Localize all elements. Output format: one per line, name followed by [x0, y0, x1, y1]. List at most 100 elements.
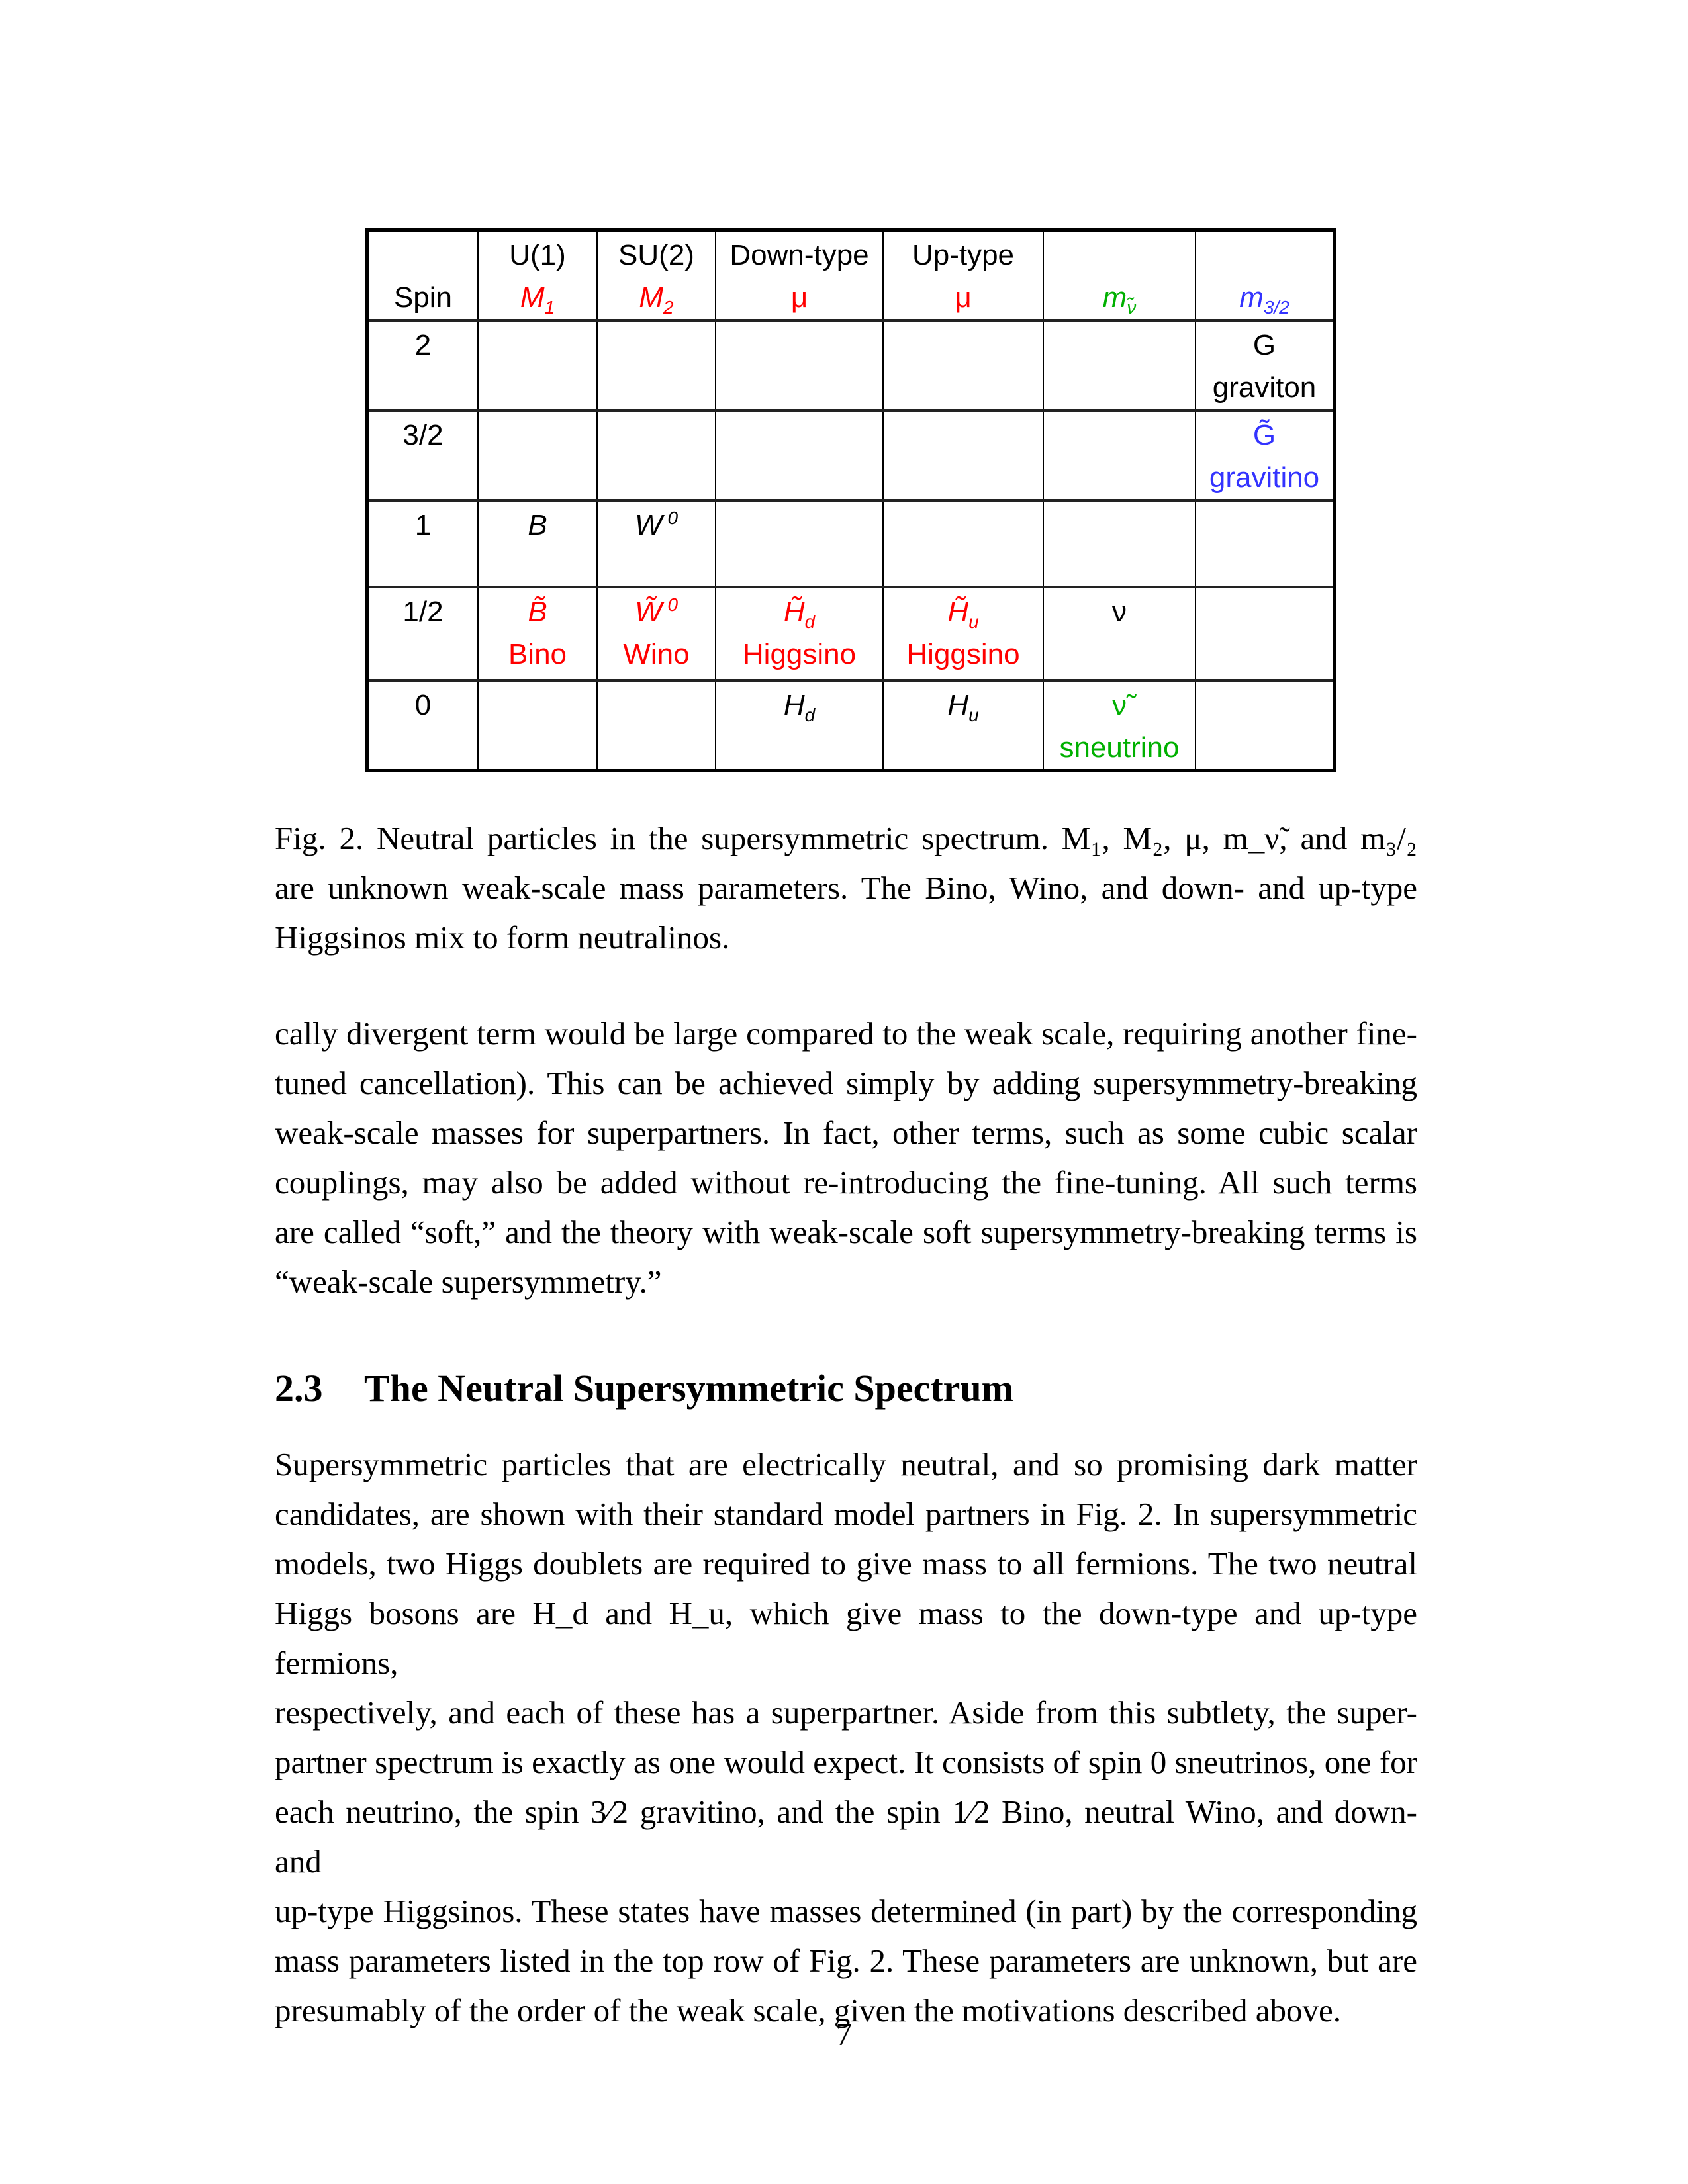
header-cell: mν̃ — [1043, 228, 1196, 322]
line-text: presumably of the order of the weak scal… — [275, 1992, 1342, 2028]
particle-cell: Hd — [715, 679, 884, 772]
line-text: weak-scale masses for superpartners. In … — [275, 1115, 1417, 1151]
header-label — [369, 234, 477, 277]
particle-cell — [1195, 499, 1335, 588]
particle-symbol: Hu — [884, 684, 1043, 727]
particle-name: Higgsino — [742, 638, 857, 670]
symbol-subscript: u — [968, 704, 979, 725]
text-line: weak-scale masses for superpartners. In … — [275, 1108, 1417, 1158]
line-text: cally divergent term would be large comp… — [275, 1015, 1417, 1052]
symbol-subscript: d — [804, 611, 816, 632]
header-cell: Up-type μ — [882, 228, 1044, 322]
symbol: H̃ — [947, 596, 969, 628]
text-line: mass parameters listed in the top row of… — [275, 1936, 1417, 1985]
particle-cell — [477, 679, 598, 772]
particle-symbol: W̃0 — [598, 591, 715, 633]
header-cell: Down-type μ — [715, 228, 884, 322]
particle-cell — [1195, 679, 1335, 772]
particle-name: Higgsino — [906, 638, 1020, 670]
mass-parameter: μ — [716, 277, 882, 319]
body-paragraph: Supersymmetric particles that are electr… — [275, 1439, 1417, 2035]
particle-symbol: Hd — [716, 684, 882, 727]
line-text: models, two Higgs doublets are required … — [275, 1545, 1417, 1582]
text-line: are unknown weak-scale mass parameters. … — [275, 863, 1417, 913]
mass-symbol: μ — [955, 281, 972, 314]
symbol: G — [1252, 329, 1276, 361]
symbol: ν — [1112, 596, 1127, 628]
symbol: G̃ — [1252, 419, 1276, 451]
particle-cell — [596, 319, 716, 412]
particle-cell: ν — [1043, 586, 1196, 682]
mass-parameter: mν̃ — [1044, 277, 1195, 319]
header-label — [1196, 234, 1333, 277]
particle-symbol: ν̃ — [1044, 684, 1195, 727]
symbol: ν̃ — [1112, 689, 1127, 721]
text-line: candidates, are shown with their standar… — [275, 1489, 1417, 1539]
section-number: 2.3 — [275, 1367, 323, 1410]
particle-name: gravitino — [1209, 461, 1320, 494]
particle-cell — [1043, 319, 1196, 412]
line-text: Fig. 2. Neutral particles in the supersy… — [275, 820, 1417, 856]
header-label — [1044, 234, 1195, 277]
line-text: are called “soft,” and the theory with w… — [275, 1214, 1417, 1250]
particle-cell — [715, 409, 884, 502]
header-cell: U(1) M1 — [477, 228, 598, 322]
text-line: respectively, and each of these has a su… — [275, 1688, 1417, 1737]
particle-cell — [882, 499, 1044, 588]
particle-cell: G̃ gravitino — [1195, 409, 1335, 502]
line-text: Higgs bosons are H_d and H_u, which give… — [275, 1595, 1417, 1681]
particle-cell — [1043, 499, 1196, 588]
particle-cell — [882, 409, 1044, 502]
text-line: Higgs bosons are H_d and H_u, which give… — [275, 1588, 1417, 1688]
particle-name: graviton — [1212, 371, 1317, 404]
particle-cell — [596, 679, 716, 772]
line-text: mass parameters listed in the top row of… — [275, 1942, 1417, 1979]
line-text: tuned cancellation). This can be achieve… — [275, 1065, 1417, 1101]
mass-symbol: m — [1239, 281, 1264, 314]
spin-row: 3/2 G̃ gravitino — [366, 409, 1335, 502]
particle-symbol: G — [1196, 324, 1333, 367]
symbol-subscript: d — [804, 704, 816, 725]
symbol: H̃ — [783, 596, 805, 628]
line-text: couplings, may also be added without re-… — [275, 1164, 1417, 1201]
text-line: models, two Higgs doublets are required … — [275, 1539, 1417, 1588]
spin-cell: 1 — [366, 499, 479, 588]
symbol: B̃ — [528, 596, 547, 628]
mass-symbol: μ — [790, 281, 808, 314]
text-line: partner spectrum is exactly as one would… — [275, 1737, 1417, 1787]
header-label: Up-type — [912, 239, 1015, 271]
particle-cell — [1195, 586, 1335, 682]
text-line: presumably of the order of the weak scal… — [275, 1985, 1417, 2035]
particle-cell — [715, 319, 884, 412]
symbol: H — [947, 689, 969, 721]
line-text: Higgsinos mix to form neutralinos. — [275, 919, 730, 956]
header-label: U(1) — [509, 239, 566, 271]
symbol-subscript: u — [968, 611, 979, 632]
spin-value: 1 — [414, 509, 432, 541]
text-line: cally divergent term would be large comp… — [275, 1009, 1417, 1058]
particle-cell — [477, 409, 598, 502]
mass-symbol: M — [520, 281, 545, 314]
line-text: each neutrino, the spin 3⁄2 gravitino, a… — [275, 1794, 1417, 1880]
line-text: Supersymmetric particles that are electr… — [275, 1446, 1417, 1482]
mass-subscript: 3/2 — [1263, 296, 1289, 318]
particle-cell — [596, 409, 716, 502]
spin-cell: 0 — [366, 679, 479, 772]
mass-parameter: M1 — [479, 277, 596, 319]
line-text: “weak-scale supersymmetry.” — [275, 1263, 662, 1300]
mass-subscript: ν̃ — [1127, 296, 1137, 318]
header-label: Down-type — [729, 239, 869, 271]
header-cell: Spin — [366, 228, 479, 322]
line-text: are unknown weak-scale mass parameters. … — [275, 870, 1417, 906]
spin-cell: 3/2 — [366, 409, 479, 502]
